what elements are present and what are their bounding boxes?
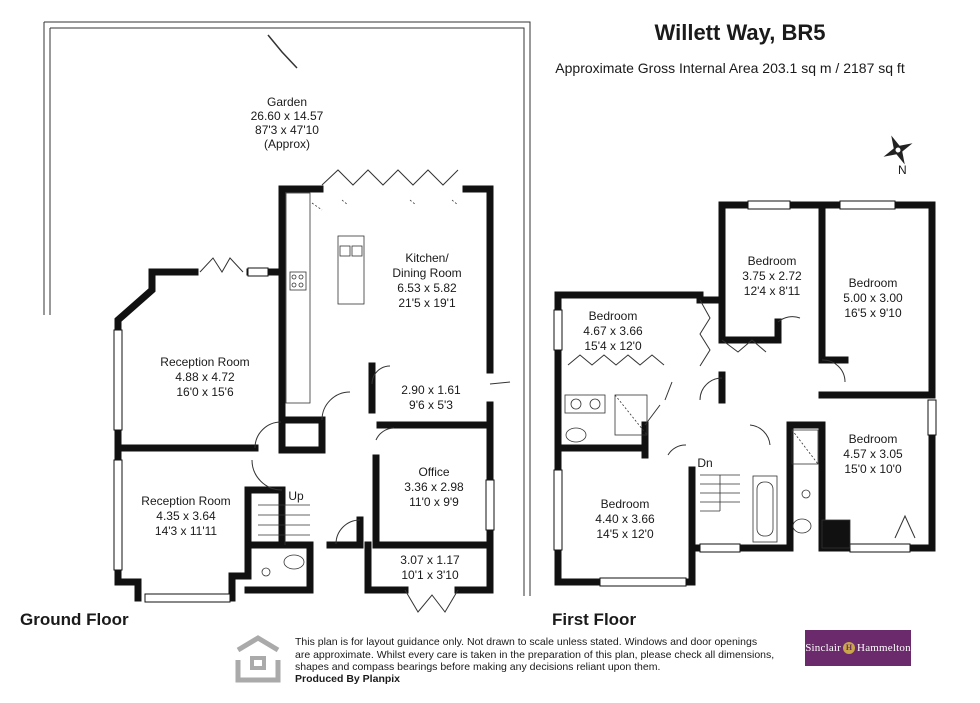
- svg-text:21'5 x 19'1: 21'5 x 19'1: [398, 296, 456, 310]
- svg-text:10'1 x 3'10: 10'1 x 3'10: [401, 568, 459, 582]
- compass-north-label: N: [898, 163, 907, 177]
- first-floor-walls: [554, 201, 936, 586]
- ground-stairs: [258, 504, 310, 545]
- wc-fixtures: [261, 554, 305, 577]
- porch-label: 3.07 x 1.17 10'1 x 3'10: [400, 553, 460, 582]
- kitchen-label: Kitchen/ Dining Room 6.53 x 5.82 21'5 x …: [392, 251, 461, 310]
- svg-text:Bedroom: Bedroom: [748, 254, 797, 268]
- svg-text:16'0 x 15'6: 16'0 x 15'6: [176, 385, 234, 399]
- property-title: Willett Way, BR5: [654, 20, 826, 45]
- first-floor-doors: [567, 299, 916, 539]
- compass-icon: [883, 135, 913, 165]
- svg-text:4.88 x 4.72: 4.88 x 4.72: [175, 370, 235, 384]
- svg-text:14'3 x 11'11: 14'3 x 11'11: [155, 524, 218, 538]
- office-label: Office 3.36 x 2.98 11'0 x 9'9: [404, 465, 464, 509]
- svg-text:9'6 x 5'3: 9'6 x 5'3: [409, 398, 453, 412]
- ground-floor-title: Ground Floor: [20, 610, 129, 629]
- stairs-down-label: Dn: [697, 456, 712, 470]
- svg-text:87'3 x 47'10: 87'3 x 47'10: [255, 123, 319, 137]
- disclaimer-text: This plan is for layout guidance only. N…: [295, 636, 775, 673]
- svg-text:12'4 x 8'11: 12'4 x 8'11: [744, 284, 801, 298]
- produced-by: Produced By Planpix: [295, 673, 401, 685]
- first-stairs: [700, 474, 740, 512]
- svg-text:3.07 x 1.17: 3.07 x 1.17: [400, 553, 460, 567]
- svg-text:26.60 x 14.57: 26.60 x 14.57: [251, 109, 324, 123]
- garden-boundary: [43, 21, 531, 596]
- svg-text:16'5 x 9'10: 16'5 x 9'10: [844, 306, 902, 320]
- svg-text:4.57 x 3.05: 4.57 x 3.05: [843, 447, 903, 461]
- kitchen-fittings: [285, 192, 459, 404]
- bathroom-fixtures: [564, 394, 851, 549]
- brand-right: Hammelton: [857, 642, 911, 654]
- svg-text:11'0 x 9'9: 11'0 x 9'9: [409, 495, 459, 509]
- bedroom-4-label: Bedroom 4.57 x 3.05 15'0 x 10'0: [843, 432, 903, 476]
- svg-text:Office: Office: [418, 465, 449, 479]
- svg-text:Kitchen/: Kitchen/: [405, 251, 449, 265]
- svg-text:Reception Room: Reception Room: [141, 494, 230, 508]
- svg-text:(Approx): (Approx): [264, 137, 310, 151]
- reception-room-1-label: Reception Room 4.88 x 4.72 16'0 x 15'6: [160, 355, 249, 399]
- ground-floor-doors: [251, 365, 511, 613]
- svg-text:Reception Room: Reception Room: [160, 355, 249, 369]
- svg-text:4.67 x 3.66: 4.67 x 3.66: [583, 324, 643, 338]
- bedroom-2-label: Bedroom 3.75 x 2.72 12'4 x 8'11: [742, 254, 802, 298]
- utility-label: 2.90 x 1.61 9'6 x 5'3: [401, 383, 461, 412]
- svg-text:3.36 x 2.98: 3.36 x 2.98: [404, 480, 464, 494]
- first-floor-title: First Floor: [552, 610, 637, 629]
- svg-text:4.40 x 3.66: 4.40 x 3.66: [595, 512, 655, 526]
- gross-area: Approximate Gross Internal Area 203.1 sq…: [555, 60, 905, 76]
- brand-left: Sinclair: [805, 642, 842, 654]
- svg-text:Dining Room: Dining Room: [392, 266, 461, 280]
- garden-label: Garden 26.60 x 14.57 87'3 x 47'10 (Appro…: [251, 95, 324, 151]
- svg-text:6.53 x 5.82: 6.53 x 5.82: [397, 281, 457, 295]
- ground-floor-windows: [113, 267, 495, 603]
- svg-text:15'0 x 10'0: 15'0 x 10'0: [844, 462, 902, 476]
- svg-text:Bedroom: Bedroom: [849, 432, 898, 446]
- ground-floor-walls: [114, 185, 494, 602]
- bifold-doors: [199, 169, 459, 273]
- bedroom-3-label: Bedroom 5.00 x 3.00 16'5 x 9'10: [843, 276, 903, 320]
- svg-text:2.90 x 1.61: 2.90 x 1.61: [401, 383, 461, 397]
- svg-text:Bedroom: Bedroom: [589, 309, 638, 323]
- first-floor-windows: [553, 200, 937, 587]
- reception-room-2-label: Reception Room 4.35 x 3.64 14'3 x 11'11: [141, 494, 230, 538]
- svg-text:5.00 x 3.00: 5.00 x 3.00: [843, 291, 903, 305]
- planpix-logo-icon: [235, 635, 281, 683]
- svg-text:15'4 x 12'0: 15'4 x 12'0: [584, 339, 642, 353]
- svg-text:3.75 x 2.72: 3.75 x 2.72: [742, 269, 802, 283]
- bedroom-5-label: Bedroom 4.40 x 3.66 14'5 x 12'0: [595, 497, 655, 541]
- svg-text:Bedroom: Bedroom: [601, 497, 650, 511]
- bedroom-1-label: Bedroom 4.67 x 3.66 15'4 x 12'0: [583, 309, 643, 353]
- svg-text:Bedroom: Bedroom: [849, 276, 898, 290]
- agent-logo: Sinclair H Hammelton: [805, 630, 911, 666]
- svg-text:14'5 x 12'0: 14'5 x 12'0: [596, 527, 654, 541]
- svg-text:4.35 x 3.64: 4.35 x 3.64: [156, 509, 216, 523]
- stairs-up-label: Up: [288, 489, 304, 503]
- brand-mark: H: [843, 642, 856, 654]
- svg-text:Garden: Garden: [267, 95, 307, 109]
